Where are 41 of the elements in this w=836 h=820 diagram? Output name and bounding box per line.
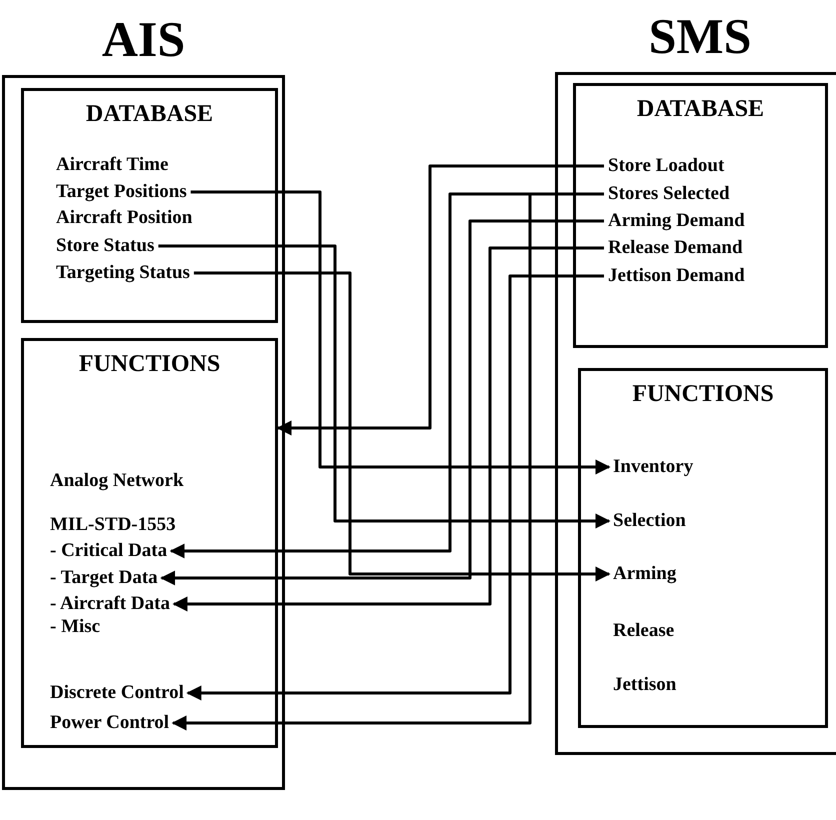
item-label: Jettison (613, 674, 676, 695)
item-label: Targeting Status (56, 262, 190, 283)
item-label: Selection (613, 510, 686, 531)
section-heading: DATABASE (636, 96, 766, 123)
item-label: Arming (613, 563, 676, 584)
item-label: - Aircraft Data (50, 593, 170, 614)
item-label: Analog Network (50, 470, 184, 491)
section-heading: FUNCTIONS (78, 351, 222, 378)
system-title: AIS (100, 10, 186, 68)
section-box (578, 368, 828, 728)
item-label: Target Positions (56, 181, 187, 202)
arrow (160, 220, 604, 586)
item-label: - Misc (50, 616, 100, 637)
item-label: Store Loadout (608, 155, 724, 176)
arrow (172, 192, 604, 730)
item-label: Discrete Control (50, 682, 184, 703)
item-label: Inventory (613, 456, 694, 477)
item-label: Power Control (50, 712, 170, 733)
arrow (186, 274, 604, 700)
section-heading: DATABASE (84, 101, 214, 128)
item-label: Store Status (56, 235, 154, 256)
system-title: SMS (648, 7, 752, 65)
arrow (194, 272, 610, 582)
item-label: Arming Demand (608, 210, 745, 231)
item-label: Aircraft Time (56, 154, 168, 175)
arrow (172, 246, 604, 612)
item-label: Aircraft Position (56, 207, 192, 228)
arrow (190, 190, 610, 474)
section-heading: FUNCTIONS (631, 381, 775, 408)
section-box (573, 83, 828, 348)
item-label: Release Demand (608, 237, 743, 258)
item-label: MIL-STD-1553 (50, 514, 176, 535)
item-label: - Target Data (50, 567, 158, 588)
item-label: Jettison Demand (608, 265, 745, 286)
section-box (21, 338, 278, 748)
item-label: Stores Selected (608, 183, 730, 204)
item-label: - Critical Data (50, 540, 168, 561)
arrow (158, 244, 610, 528)
item-label: Release (613, 620, 674, 641)
arrow (276, 164, 604, 436)
section-box (21, 88, 278, 323)
